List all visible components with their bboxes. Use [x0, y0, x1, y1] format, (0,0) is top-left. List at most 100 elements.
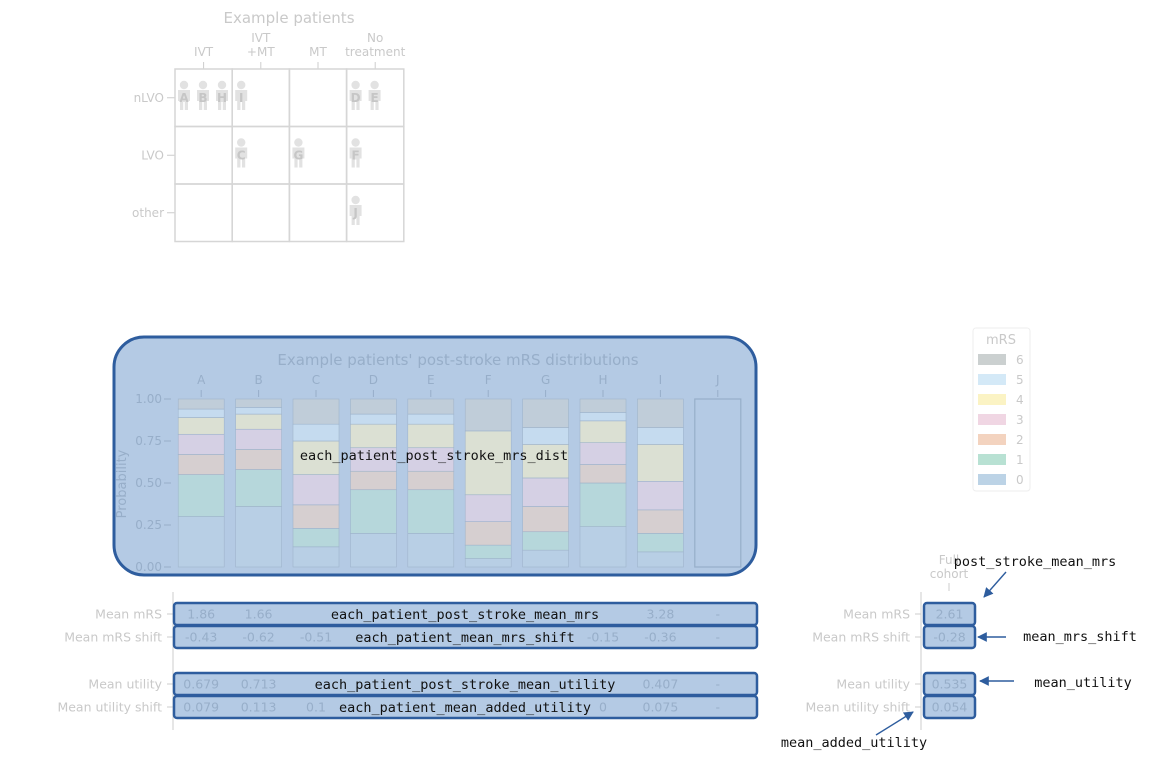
bar-segment-mrs-0 — [579, 526, 627, 568]
legend-swatch — [978, 454, 1006, 465]
bar-segment-mrs-0 — [407, 533, 455, 568]
patient-label: F — [351, 149, 359, 163]
y-tick-label: 1.00 — [135, 392, 162, 406]
bar-segment-mrs-3 — [177, 433, 225, 455]
full-cohort-value: 2.61 — [936, 607, 964, 622]
x-tick-label: H — [598, 373, 607, 387]
bar-segment-mrs-2 — [637, 509, 684, 534]
table-value: -0.43 — [185, 630, 217, 645]
legend-label: 3 — [1016, 413, 1024, 427]
full-cohort-row-label: Mean mRS shift — [812, 630, 910, 645]
legend-label: 2 — [1016, 433, 1024, 447]
bar-segment-mrs-1 — [292, 528, 340, 548]
x-tick-label: A — [197, 373, 206, 387]
table-value: 0.113 — [241, 700, 277, 715]
annotation-mean-mrs-shift: mean_mrs_shift — [1023, 629, 1137, 645]
full-cohort-label-line2: cohort — [930, 567, 969, 581]
y-tick-label: 0.50 — [135, 476, 162, 490]
grid-cell — [345, 183, 405, 243]
patient-icon: I — [235, 80, 248, 110]
grid-row-label: nLVO — [134, 91, 164, 105]
row-highlight-label: each_patient_post_stroke_mean_utility — [315, 677, 616, 693]
table-value: 0 — [599, 700, 607, 715]
bar-segment-mrs-2 — [464, 521, 512, 546]
table-highlight-boxes — [172, 601, 759, 720]
patient-icon: H — [216, 80, 228, 110]
table-value: -0.51 — [300, 630, 332, 645]
legend-label: 0 — [1016, 473, 1024, 487]
bar-segment-mrs-4 — [579, 420, 627, 443]
legend-label: 6 — [1016, 353, 1024, 367]
y-tick-label: 0.75 — [135, 434, 162, 448]
legend-frame — [972, 327, 1031, 492]
bar-segment-mrs-3 — [522, 477, 569, 507]
patient-icon: D — [349, 80, 362, 110]
bar-segment-mrs-5 — [235, 407, 282, 415]
row-highlight-box — [172, 694, 759, 720]
grid-cell — [174, 183, 233, 243]
patient-icon: G — [292, 138, 305, 168]
grid-cell — [231, 183, 291, 243]
bar-segment-mrs-0 — [292, 546, 340, 568]
patient-label: J — [352, 206, 357, 220]
table-value: 0.713 — [241, 677, 277, 692]
bar-segment-mrs-1 — [637, 533, 684, 553]
legend-swatch — [978, 394, 1006, 405]
patient-label: G — [293, 149, 303, 163]
bar-segment-mrs-0 — [464, 558, 512, 568]
patient-icon: F — [349, 138, 362, 168]
x-tick-label: B — [254, 373, 262, 387]
patient-label: A — [179, 91, 189, 105]
full-cohort-box — [922, 624, 977, 650]
bar-segment-mrs-0 — [235, 506, 282, 568]
bar-segment-mrs-3 — [235, 428, 282, 450]
bar-segment-mrs-1 — [177, 474, 225, 517]
arrow-post-stroke-mean-mrs — [983, 571, 1007, 598]
bar-segment-mrs-1 — [350, 489, 397, 534]
table-row-label: Mean utility — [88, 677, 162, 692]
bar-segment-mrs-1 — [522, 531, 569, 551]
bar-segment-mrs-4 — [522, 444, 569, 479]
table-value: 1.66 — [245, 607, 273, 622]
patient-label: D — [351, 91, 361, 105]
y-tick-label: 0.00 — [135, 560, 162, 574]
legend-swatch — [978, 474, 1006, 485]
y-tick-label: 0.25 — [135, 518, 162, 532]
bar-segment-mrs-0 — [350, 533, 397, 568]
bar-segment-mrs-5 — [637, 427, 684, 445]
table-row-label: Mean utility shift — [57, 700, 162, 715]
row-highlight-label: each_patient_mean_added_utility — [339, 700, 591, 716]
bar-segment-mrs-5 — [350, 413, 397, 425]
bar-segment-mrs-5 — [292, 423, 340, 442]
full-cohort-row-label: Mean utility — [836, 677, 910, 692]
x-tick-label: J — [715, 373, 720, 387]
x-tick-label: D — [369, 373, 378, 387]
dist-highlight-label: each_patient_post_stroke_mrs_dist — [300, 448, 568, 464]
legend-swatch — [978, 354, 1006, 365]
patient-label: E — [370, 91, 378, 105]
table-value: - — [716, 677, 721, 692]
table-value: -0.62 — [242, 630, 274, 645]
chart-title: Example patients' post-stroke mRS distri… — [277, 351, 638, 369]
bar-segment-mrs-0 — [177, 516, 225, 568]
bar-segment-mrs-2 — [235, 449, 282, 470]
bar-segment-mrs-6 — [407, 398, 455, 415]
grid-column-label: IVT — [194, 45, 214, 59]
table-row-label: Mean mRS — [95, 607, 162, 622]
full-cohort-box — [922, 694, 977, 720]
mrs-distribution-chart: Example patients' post-stroke mRS distri… — [115, 351, 742, 574]
bars — [177, 398, 742, 568]
bar-segment-mrs-6 — [522, 398, 569, 428]
bar-segment-mrs-4 — [177, 417, 225, 435]
x-tick-label: F — [485, 373, 492, 387]
bar-segment-mrs-6 — [235, 398, 282, 408]
arrow-mean-added-utility — [875, 711, 914, 736]
table-value: -0.15 — [587, 630, 619, 645]
